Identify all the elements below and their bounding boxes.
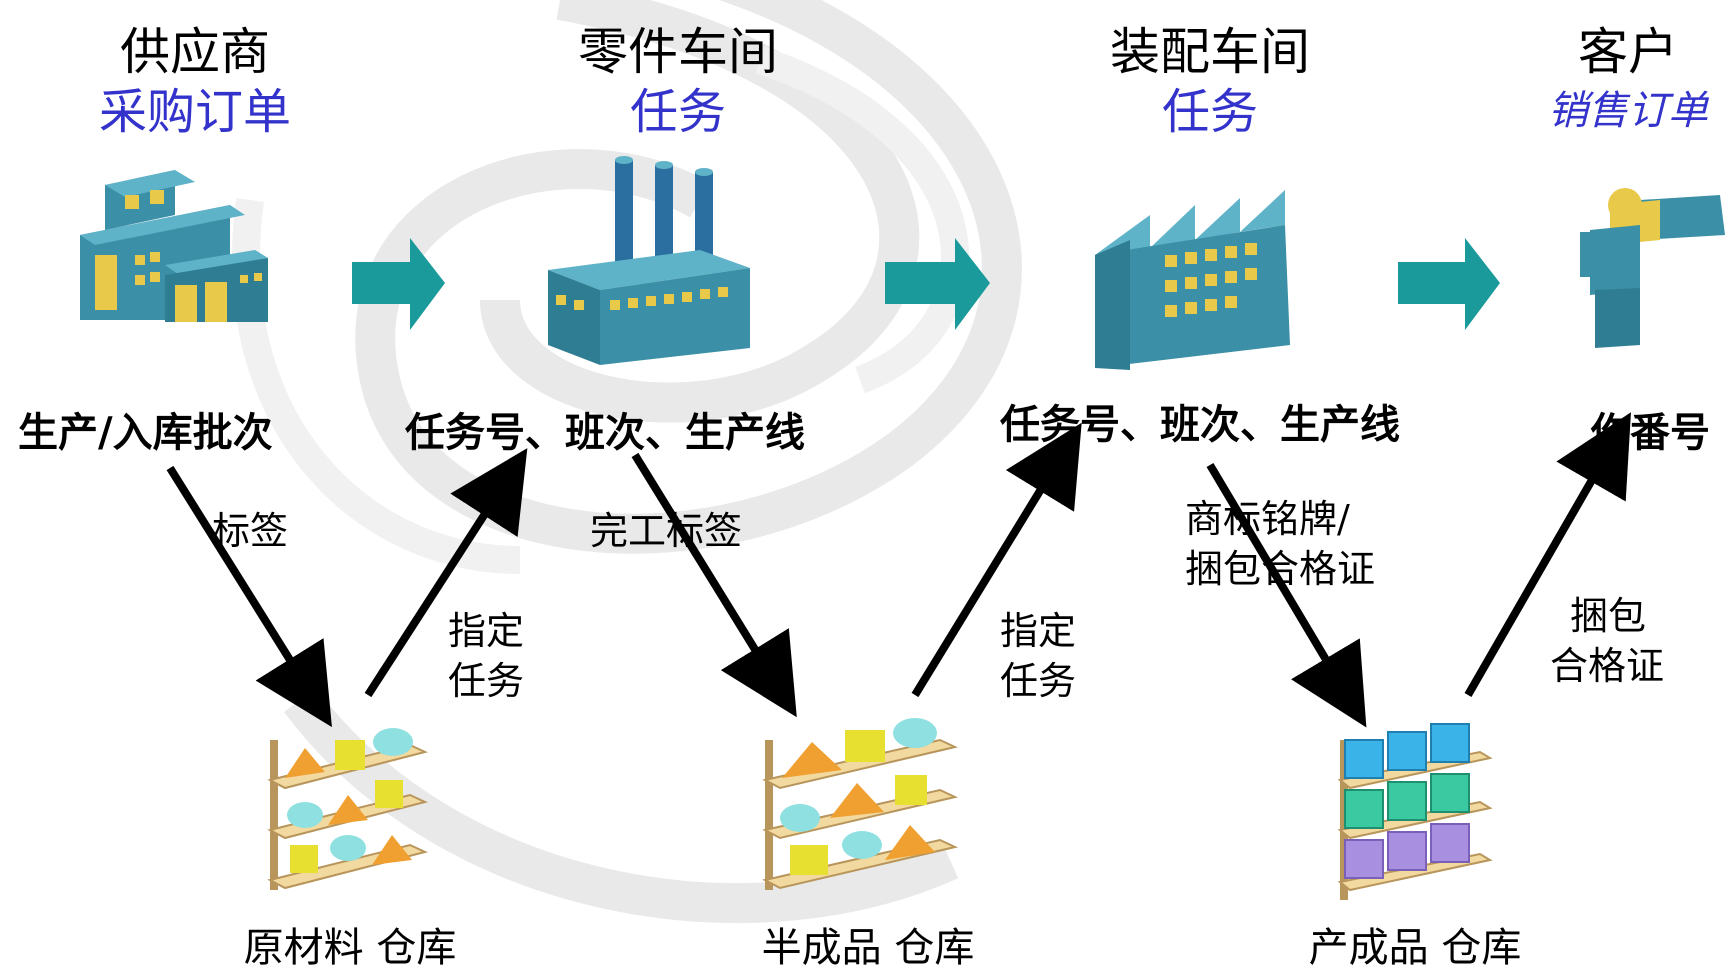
arrow-finished-to-customer bbox=[1464, 412, 1631, 697]
supplier-building-icon bbox=[80, 170, 268, 322]
finished-goods-shelf-icon bbox=[1337, 723, 1493, 900]
warehouse-label-semi-finished: 半成品 仓库 bbox=[761, 925, 975, 971]
arrow-semi-to-assembly bbox=[911, 422, 1082, 698]
stage-info-parts-workshop: 任务号、班次、生产线 bbox=[405, 409, 805, 456]
stage-info-customer: 作番号 bbox=[1590, 409, 1710, 456]
assembly-workshop-factory-icon bbox=[1095, 190, 1290, 370]
stage-title-assembly-workshop: 装配车间 bbox=[1110, 23, 1310, 81]
flow-label-bundle-cert-line1: 捆包 bbox=[1570, 594, 1647, 638]
parts-workshop-factory-icon bbox=[548, 156, 750, 365]
stage-title-customer: 客户 bbox=[1578, 23, 1678, 81]
stage-subtitle-customer: 销售订单 bbox=[1548, 88, 1708, 134]
stage-subtitle-parts-workshop: 任务 bbox=[629, 84, 727, 140]
arrow-supplier-to-raw bbox=[166, 465, 332, 728]
flow-label-assign-task-2-line2: 任务 bbox=[1000, 659, 1077, 703]
flow-label-finish-tag: 完工标签 bbox=[590, 509, 743, 553]
warehouse-label-raw-material: 原材料 仓库 bbox=[243, 925, 457, 971]
flow-label-assign-task-1-line1: 指定 bbox=[448, 609, 525, 653]
material-flow-arrows bbox=[166, 412, 1631, 728]
flow-label-bundle-cert-line2: 合格证 bbox=[1550, 644, 1665, 688]
flow-arrow-2 bbox=[885, 238, 990, 330]
warehouse-label-finished-goods: 产成品 仓库 bbox=[1308, 925, 1522, 971]
stage-subtitle-supplier: 采购订单 bbox=[98, 84, 292, 140]
flow-arrow-1 bbox=[352, 238, 445, 330]
stage-subtitle-assembly-workshop: 任务 bbox=[1161, 84, 1259, 140]
arrow-assembly-to-finished bbox=[1206, 462, 1367, 728]
flow-label-assign-task-2-line1: 指定 bbox=[1000, 609, 1077, 653]
stage-title-parts-workshop: 零件车间 bbox=[578, 23, 778, 81]
flow-arrow-3 bbox=[1398, 238, 1500, 330]
flow-label-tag: 标签 bbox=[212, 509, 289, 553]
semi-finished-shelf-icon bbox=[762, 718, 959, 890]
flow-arrows bbox=[352, 238, 1500, 330]
arrow-parts-to-semi bbox=[631, 452, 797, 718]
raw-material-shelf-icon bbox=[267, 728, 428, 890]
flow-label-brand-cert-line2: 捆包合格证 bbox=[1185, 547, 1376, 591]
customer-person-icon bbox=[1580, 188, 1725, 348]
stage-title-supplier: 供应商 bbox=[120, 23, 270, 81]
flow-label-brand-cert-line1: 商标铭牌/ bbox=[1185, 497, 1350, 541]
flow-label-assign-task-1-line2: 任务 bbox=[448, 659, 525, 703]
stage-info-assembly-workshop: 任务号、班次、生产线 bbox=[1000, 401, 1400, 448]
stage-info-supplier: 生产/入库批次 bbox=[18, 409, 273, 456]
arrow-raw-to-parts bbox=[364, 448, 528, 698]
